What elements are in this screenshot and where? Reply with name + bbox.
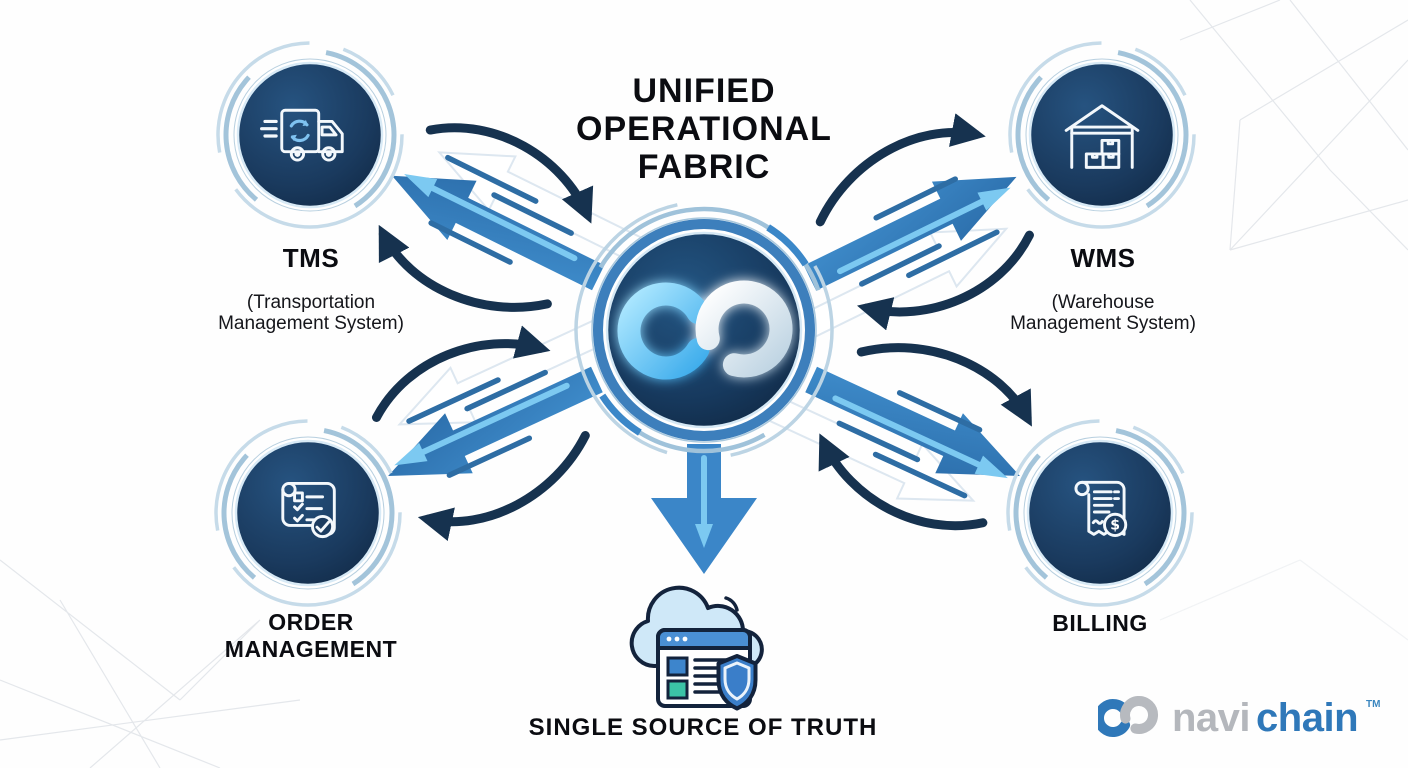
tms-label: TMS (282, 242, 340, 273)
label-tms: TMS (Transportation Management System) (218, 228, 404, 351)
label-order-management: ORDER MANAGEMENT (224, 609, 398, 663)
brand-tm: TM (1366, 699, 1381, 710)
brand-name-left: navi (1172, 696, 1251, 740)
down-arrow (651, 444, 757, 574)
node-order-management (190, 395, 427, 632)
truck-sync-icon (260, 108, 344, 162)
diagram-title: UNIFIED OPERATIONAL FABRIC (576, 72, 832, 187)
label-wms: WMS (Warehouse Management System) (1010, 228, 1196, 351)
brand-name-right: chain (1256, 696, 1359, 740)
shield-icon (716, 654, 758, 711)
cloud-shield-icon (629, 585, 764, 711)
node-billing: $ (982, 395, 1219, 632)
node-tms (192, 17, 429, 254)
wms-sublabel: (Warehouse Management System) (1010, 291, 1196, 335)
warehouse-icon (1064, 104, 1140, 169)
central-hub (574, 200, 834, 460)
order-checklist-icon (281, 481, 336, 539)
node-wms (984, 17, 1221, 254)
wms-label: WMS (1070, 242, 1136, 273)
tms-sublabel: (Transportation Management System) (218, 291, 404, 335)
dollar-glyph: $ (1110, 517, 1120, 533)
navichain-mark-icon (1098, 696, 1158, 737)
label-billing: BILLING (1052, 610, 1148, 636)
label-single-source-of-truth: SINGLE SOURCE OF TRUTH (528, 714, 878, 741)
infinity-link-icon (617, 280, 793, 380)
billing-invoice-icon: $ (1074, 480, 1128, 537)
